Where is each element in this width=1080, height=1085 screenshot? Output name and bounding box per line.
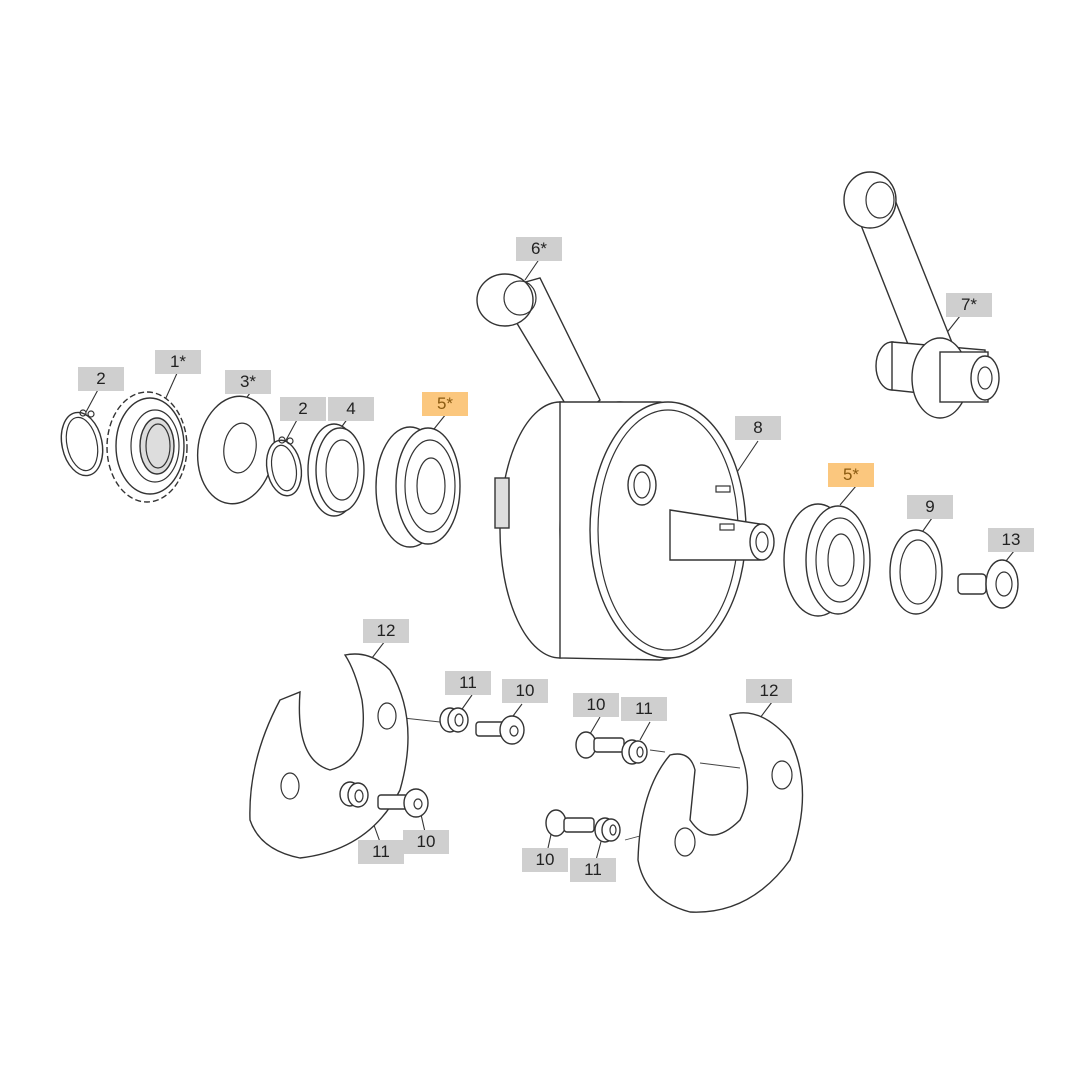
callout-1: 1* [155, 350, 201, 374]
callout-5-left: 5* [422, 392, 468, 416]
counterweight-part-12-left [249, 653, 409, 859]
screw-part-10-upper-right [575, 731, 625, 759]
bolt-part-13 [957, 559, 1019, 609]
bushing-part-11-lower-left [339, 781, 369, 808]
callout-10-lower-right: 10 [522, 848, 568, 872]
screw-part-10-upper-left [475, 715, 525, 745]
callout-6: 6* [516, 237, 562, 261]
bushing-part-11-lower-right [594, 817, 621, 843]
callout-11-upper-left: 11 [445, 671, 491, 695]
circlip-part-2-left [60, 409, 104, 477]
callout-10-upper-right: 10 [573, 693, 619, 717]
callout-10-upper-left: 10 [502, 679, 548, 703]
crankshaft-part-6 [476, 273, 775, 661]
callout-2-left: 2 [78, 367, 124, 391]
callout-11-lower-right: 11 [570, 858, 616, 882]
callout-13: 13 [988, 528, 1034, 552]
callout-5-right: 5* [828, 463, 874, 487]
seal-part-4 [307, 423, 365, 517]
callout-3: 3* [225, 370, 271, 394]
screw-part-10-lower-left [377, 788, 429, 818]
callout-4: 4 [328, 397, 374, 421]
callout-12-left: 12 [363, 619, 409, 643]
bearing-part-5-right [783, 503, 871, 617]
washer-part-3 [196, 395, 276, 505]
callout-10-lower-left: 10 [403, 830, 449, 854]
counterweight-part-12-right [637, 712, 804, 913]
screw-part-10-lower-right [545, 809, 595, 837]
callout-2-right: 2 [280, 397, 326, 421]
callout-11-upper-right: 11 [621, 697, 667, 721]
connecting-rod-part-7 [843, 171, 1000, 419]
callout-7: 7* [946, 293, 992, 317]
callout-9: 9 [907, 495, 953, 519]
bushing-part-11-upper-left [439, 707, 469, 733]
gear-part-1 [106, 391, 188, 503]
bushing-part-11-upper-right [621, 739, 648, 765]
circlip-part-2-right [265, 436, 303, 497]
bearing-part-5-left [375, 426, 461, 548]
seal-part-9 [889, 529, 943, 615]
callout-8: 8 [735, 416, 781, 440]
callout-12-right: 12 [746, 679, 792, 703]
callout-11-lower-left: 11 [358, 840, 404, 864]
